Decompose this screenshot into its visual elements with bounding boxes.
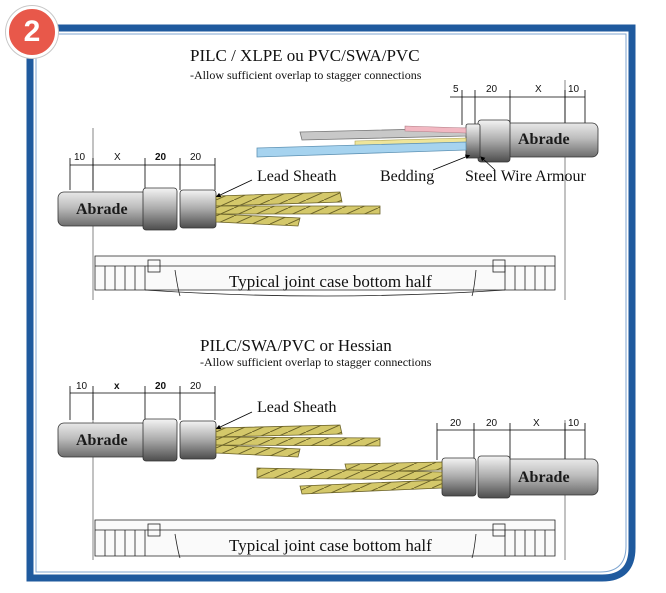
bottom-lead-sheath-label: Lead Sheath	[257, 399, 337, 416]
top-right-dim-x: X	[535, 84, 542, 95]
bottom-right-dim-10: 10	[568, 418, 580, 429]
top-lead-sheath-label: Lead Sheath	[257, 168, 337, 185]
top-right-cable	[256, 119, 599, 163]
bottom-left-abrade-label: Abrade	[76, 432, 128, 449]
top-left-dim-10: 10	[74, 152, 86, 163]
top-right-dim-20: 20	[486, 84, 498, 95]
bottom-left-dim-x: x	[114, 381, 120, 392]
top-subtitle: -Allow sufficient overlap to stagger con…	[190, 68, 422, 82]
top-joint-case	[94, 255, 556, 297]
bottom-right-dimensions	[436, 423, 586, 460]
top-left-dim-20a: 20	[155, 152, 167, 163]
bottom-right-abrade-label: Abrade	[518, 469, 570, 486]
steel-wire-armour-label: Steel Wire Armour	[465, 168, 586, 185]
bottom-left-dim-20a: 20	[155, 381, 167, 392]
top-left-dim-20b: 20	[190, 152, 202, 163]
top-left-abrade-label: Abrade	[76, 201, 128, 218]
top-right-dim-10: 10	[568, 84, 580, 95]
bottom-right-dim-x: X	[533, 418, 540, 429]
bottom-left-dim-20b: 20	[190, 381, 202, 392]
bottom-left-dimensions	[69, 386, 216, 420]
top-title: PILC / XLPE ou PVC/SWA/PVC	[190, 46, 420, 65]
bottom-left-cable	[57, 418, 381, 462]
frame-border	[26, 24, 636, 582]
bottom-subtitle: -Allow sufficient overlap to stagger con…	[200, 355, 432, 369]
bottom-right-dim-20a: 20	[450, 418, 462, 429]
bottom-title: PILC/SWA/PVC or Hessian	[200, 336, 392, 355]
top-right-abrade-label: Abrade	[518, 131, 570, 148]
bottom-right-cable	[256, 455, 599, 499]
top-left-cable	[57, 187, 381, 231]
top-right-dimensions	[450, 90, 586, 125]
top-right-dim-5: 5	[453, 84, 459, 95]
top-left-dimensions	[69, 158, 216, 190]
step-number-badge: 2	[6, 6, 58, 58]
bedding-label: Bedding	[380, 168, 435, 185]
bottom-case-label: Typical joint case bottom half	[229, 536, 432, 555]
bottom-joint-case	[94, 519, 556, 559]
bottom-left-dim-10: 10	[76, 381, 88, 392]
top-left-dim-x: X	[114, 152, 121, 163]
bottom-right-dim-20b: 20	[486, 418, 498, 429]
top-case-label: Typical joint case bottom half	[229, 272, 432, 291]
